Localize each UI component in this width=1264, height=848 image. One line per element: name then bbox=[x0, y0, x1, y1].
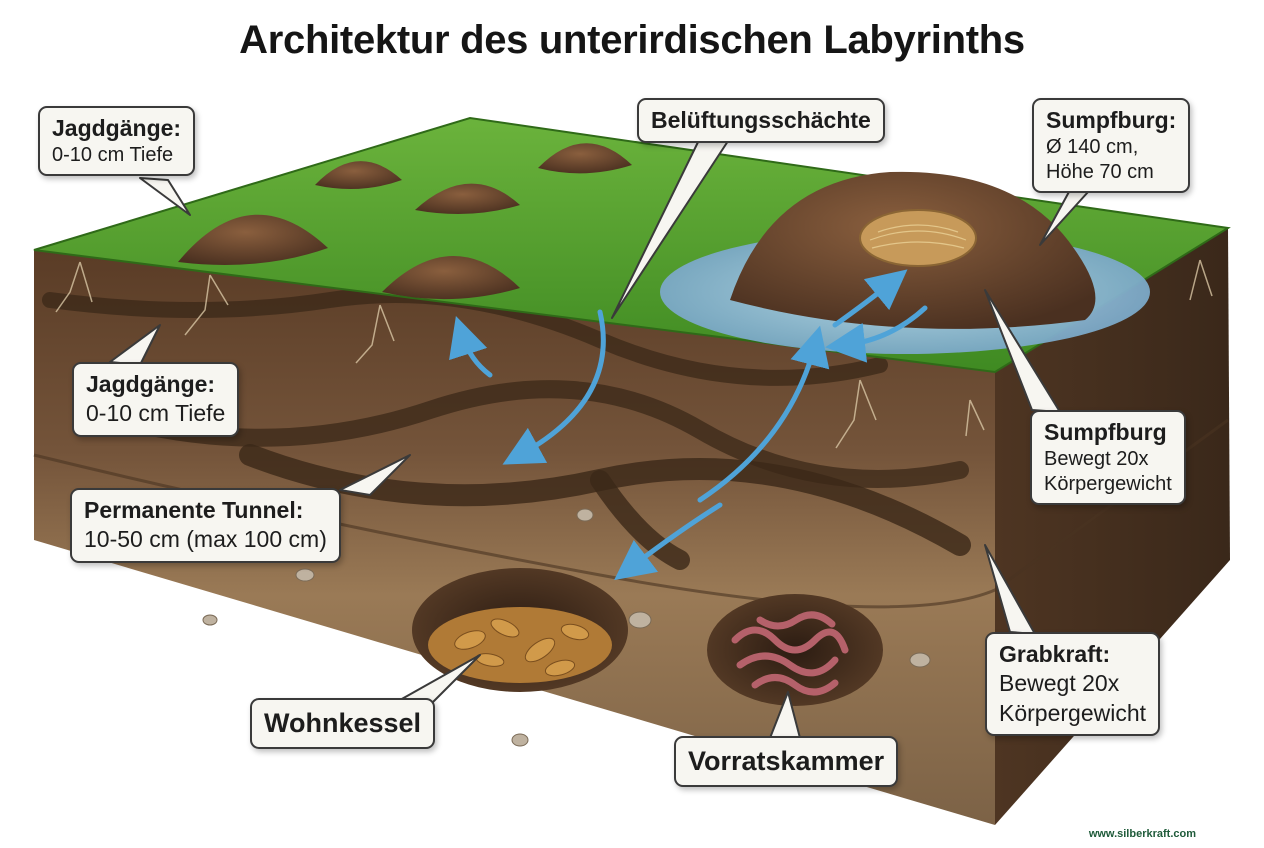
tunnel-to-nest-arrow bbox=[614, 502, 723, 581]
callout-detail: Bewegt 20x bbox=[999, 670, 1120, 697]
callout-detail: Bewegt 20x bbox=[1044, 448, 1149, 471]
pantry-callout: Vorratskammer bbox=[674, 736, 899, 787]
ventilation-shafts-callout: Belüftungsschächte bbox=[637, 98, 885, 144]
roots bbox=[55, 259, 1213, 449]
tunnel-to-chambers bbox=[590, 470, 690, 570]
marsh-fortress bbox=[730, 171, 1096, 329]
molehill bbox=[178, 214, 328, 265]
molehill bbox=[415, 183, 520, 214]
permanent-tunnels-callout: Permanente Tunnel: 10-50 cm (max 100 cm) bbox=[70, 488, 341, 563]
molehills bbox=[178, 143, 632, 300]
airflow-arrows bbox=[449, 269, 928, 581]
marsh-fortress-callout-top: Sumpfburg: Ø 140 cm, Höhe 70 cm bbox=[1032, 98, 1191, 194]
callout-detail: Körpergewicht bbox=[999, 699, 1147, 726]
molehill bbox=[382, 255, 520, 300]
callout-detail: 0-10 cm Tiefe bbox=[52, 144, 174, 167]
watermark: www.silberkraft.com bbox=[1088, 828, 1196, 840]
callout-heading: Vorratskammer bbox=[688, 746, 885, 776]
callout-detail: Ø 140 cm, bbox=[1046, 136, 1139, 159]
nest-chamber bbox=[412, 568, 628, 692]
diagram-title: Architektur des unterirdischen Labyrinth… bbox=[239, 18, 1025, 62]
callout-heading: Sumpfburg: bbox=[1046, 107, 1177, 133]
hunting-tunnels-callout-top: Jagdgänge: 0-10 cm Tiefe bbox=[38, 106, 196, 177]
callout-detail: 10-50 cm (max 100 cm) bbox=[84, 526, 327, 553]
callout-heading: Grabkraft: bbox=[999, 641, 1111, 667]
earthworms bbox=[731, 611, 849, 696]
callout-detail: 0-10 cm Tiefe bbox=[86, 400, 226, 427]
fortress-in-arrow bbox=[832, 269, 908, 328]
fortress-nest bbox=[859, 209, 977, 267]
callout-heading: Permanente Tunnel: bbox=[84, 497, 304, 523]
marsh-fortress-callout-mid: Sumpfburg Bewegt 20x Körpergewicht bbox=[1030, 410, 1186, 506]
molehill bbox=[538, 143, 632, 174]
hunting-tunnels-callout-mid: Jagdgänge: 0-10 cm Tiefe bbox=[72, 362, 240, 437]
callout-heading: Wohnkessel bbox=[264, 708, 422, 738]
pantry-chamber bbox=[707, 594, 883, 706]
marsh-tunnel-arrow bbox=[697, 325, 830, 503]
callout-heading: Jagdgänge: bbox=[52, 115, 182, 141]
ventilation-shaft-arrow bbox=[502, 309, 606, 465]
molehill bbox=[315, 161, 402, 189]
digging-power-callout: Grabkraft: Bewegt 20x Körpergewicht bbox=[985, 632, 1161, 737]
callout-detail: Höhe 70 cm bbox=[1046, 161, 1154, 184]
callout-heading: Sumpfburg bbox=[1044, 419, 1167, 445]
fortress-out-arrow bbox=[825, 305, 928, 363]
ventilation-up-arrow bbox=[449, 315, 493, 378]
nest-chamber-callout: Wohnkessel bbox=[250, 698, 436, 749]
callout-pointers bbox=[109, 137, 1089, 739]
callout-heading: Belüftungsschächte bbox=[651, 107, 871, 133]
callout-heading: Jagdgänge: bbox=[86, 371, 216, 397]
callout-detail: Körpergewicht bbox=[1044, 473, 1172, 496]
